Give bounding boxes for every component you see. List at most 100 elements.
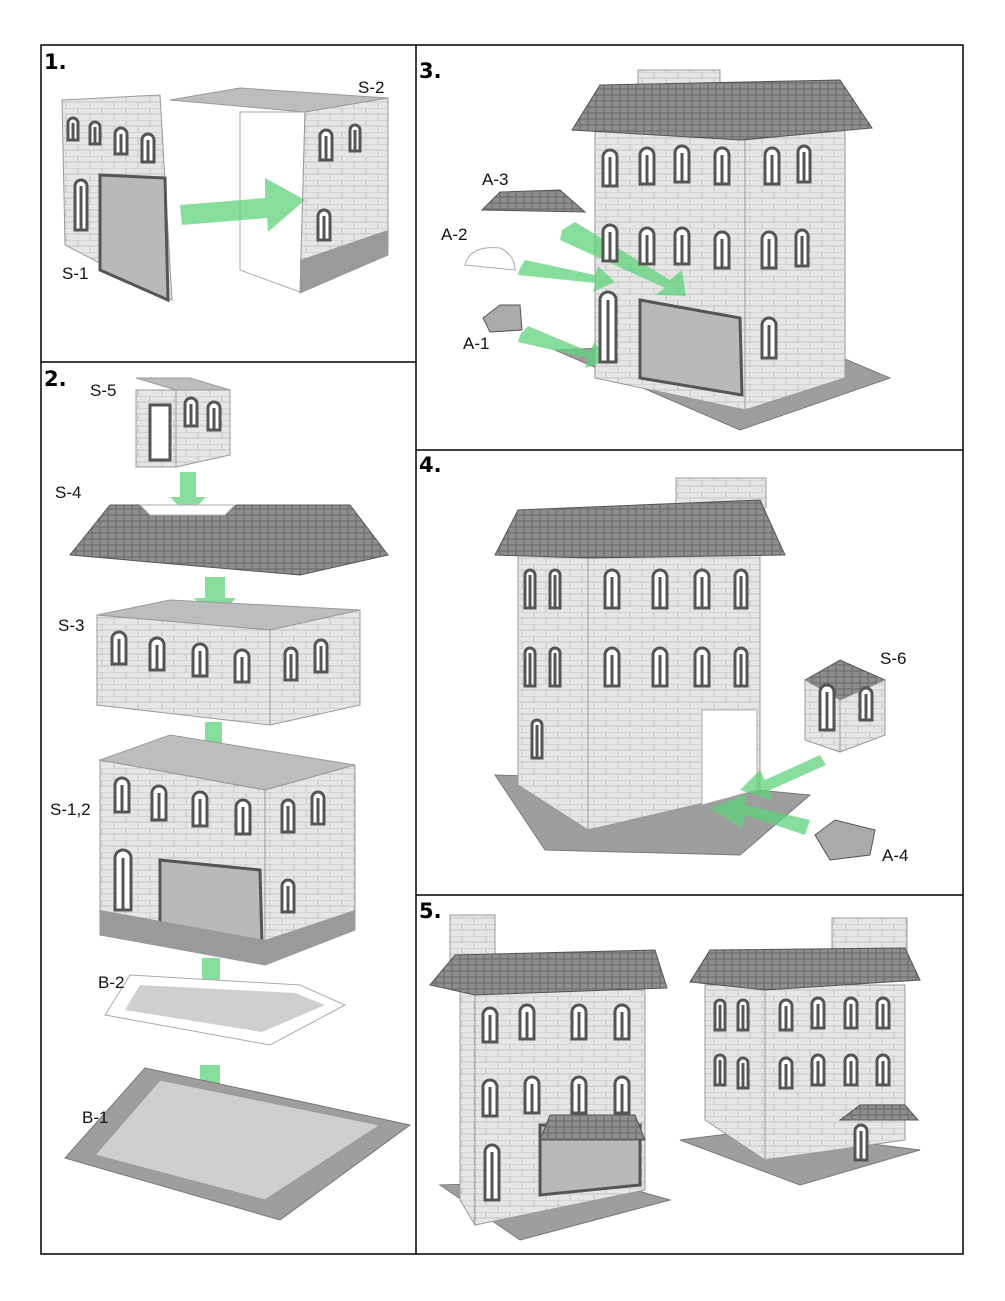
window-icon: [818, 683, 836, 732]
label-s-4: S-4: [55, 483, 81, 502]
window-icon: [348, 123, 362, 153]
window-icon: [113, 126, 129, 156]
window-icon: [601, 223, 619, 263]
window-icon: [843, 1053, 859, 1087]
window-icon: [313, 638, 329, 674]
step-2-number: 2.: [44, 367, 67, 391]
part-a-2: [464, 247, 516, 271]
window-icon: [206, 400, 222, 432]
window-icon: [234, 798, 252, 836]
window-icon: [316, 208, 332, 242]
window-icon: [810, 1053, 826, 1087]
window-icon: [113, 776, 131, 814]
window-icon: [693, 646, 711, 688]
window-icon: [233, 648, 251, 684]
window-icon: [760, 230, 778, 270]
window-icon: [875, 1053, 891, 1087]
window-icon: [760, 316, 778, 360]
step-5-illustration: [429, 914, 921, 1241]
window-icon: [570, 1075, 588, 1115]
window-icon: [518, 1003, 536, 1041]
panel-frame: [40, 44, 964, 1255]
part-a-1: [482, 304, 523, 333]
label-s-5: S-5: [90, 381, 116, 400]
part-a-3: [480, 189, 587, 213]
part-a-4: [814, 819, 876, 861]
window-icon: [713, 146, 731, 186]
window-icon: [673, 144, 691, 184]
window-icon: [794, 228, 810, 268]
window-icon: [733, 568, 749, 610]
window-icon: [736, 1056, 750, 1090]
window-icon: [638, 226, 656, 266]
window-icon: [763, 146, 781, 186]
label-s-3: S-3: [58, 616, 84, 635]
step-4-number: 4.: [419, 453, 442, 477]
step-3-number: 3.: [419, 59, 442, 83]
window-icon: [693, 568, 711, 610]
window-icon: [523, 568, 537, 610]
window-icon: [183, 396, 199, 428]
window-icon: [796, 144, 812, 184]
window-icon: [483, 1143, 501, 1202]
step-4-illustration: [494, 477, 887, 861]
window-icon: [733, 646, 749, 688]
window-icon: [570, 1003, 588, 1041]
window-icon: [481, 1006, 499, 1044]
window-icon: [858, 686, 874, 722]
window-icon: [113, 848, 133, 912]
window-icon: [66, 116, 80, 142]
window-icon: [280, 798, 296, 834]
step-1-illustration: [61, 87, 389, 303]
window-icon: [191, 642, 209, 678]
label-s-6: S-6: [880, 649, 906, 668]
arrow: [180, 178, 305, 232]
window-group: [66, 116, 891, 1202]
window-icon: [73, 178, 89, 232]
window-icon: [523, 1075, 541, 1115]
label-a-4: A-4: [882, 846, 908, 865]
part-s-4: [69, 504, 389, 576]
window-icon: [140, 132, 156, 164]
window-icon: [713, 1053, 727, 1087]
label-b-2: B-2: [98, 973, 124, 992]
window-icon: [778, 1056, 794, 1090]
window-icon: [88, 120, 102, 146]
window-icon: [843, 996, 859, 1030]
step-1-number: 1.: [44, 50, 67, 74]
window-icon: [601, 148, 619, 188]
window-icon: [150, 784, 168, 822]
window-icon: [280, 878, 296, 914]
window-icon: [613, 1003, 631, 1041]
window-icon: [713, 998, 727, 1032]
window-icon: [673, 226, 691, 266]
window-icon: [598, 290, 618, 364]
window-icon: [638, 146, 656, 186]
window-icon: [548, 646, 562, 688]
window-icon: [310, 790, 326, 826]
window-icon: [523, 646, 537, 688]
window-icon: [613, 1075, 631, 1115]
window-icon: [875, 996, 891, 1030]
step-5-number: 5.: [419, 899, 442, 923]
label-a-2: A-2: [441, 225, 467, 244]
window-icon: [191, 790, 209, 828]
window-icon: [110, 630, 128, 666]
label-s-1-2: S-1,2: [50, 800, 91, 819]
window-icon: [481, 1078, 499, 1118]
window-icon: [778, 998, 794, 1032]
window-icon: [148, 636, 166, 672]
window-icon: [810, 996, 826, 1030]
window-icon: [651, 568, 669, 610]
label-a-3: A-3: [482, 170, 508, 189]
label-s-2: S-2: [358, 78, 384, 97]
label-s-1: S-1: [62, 264, 88, 283]
window-icon: [530, 718, 544, 760]
label-a-1: A-1: [463, 334, 489, 353]
label-b-1: B-1: [82, 1108, 108, 1127]
window-icon: [853, 1123, 869, 1162]
window-icon: [603, 568, 621, 610]
window-icon: [318, 128, 334, 162]
window-icon: [651, 646, 669, 688]
